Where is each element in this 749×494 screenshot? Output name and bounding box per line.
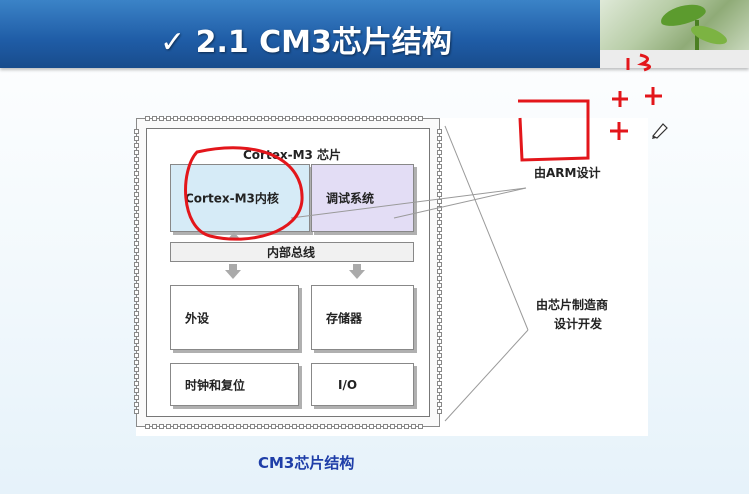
vendor-designed-line2: 设计开发 — [554, 317, 603, 331]
peripherals-block: 外设 — [170, 285, 299, 350]
bus-arrow-right — [349, 270, 365, 279]
plus-annotation-2 — [645, 87, 662, 105]
bus-label: 内部总线 — [267, 245, 316, 260]
header-sprout-image — [600, 0, 749, 68]
io-label: I/O — [338, 377, 358, 392]
diagram-caption: CM3芯片结构 — [258, 454, 355, 472]
plus-annotation-1 — [612, 91, 628, 107]
arm-designed-label: 由ARM设计 — [534, 166, 601, 180]
slide-title: ✓ 2.1 CM3芯片结构 — [160, 25, 452, 60]
debug-block: 调试系统 — [311, 164, 414, 232]
io-block: I/O — [311, 363, 414, 406]
debug-label: 调试系统 — [326, 191, 375, 206]
memory-label: 存储器 — [326, 311, 363, 325]
cm3-chip-diagram: Cortex-M3 芯片 Cortex-M3内核 调试系统 内部总线 外设 存储… — [134, 116, 648, 436]
peripherals-label: 外设 — [185, 311, 210, 325]
memory-block: 存储器 — [311, 285, 414, 350]
bracket-lines — [290, 125, 529, 422]
clock-reset-label: 时钟和复位 — [185, 378, 246, 392]
vendor-designed-line1: 由芯片制造商 — [536, 298, 609, 312]
bus-arrow-left-stem — [229, 264, 237, 270]
pen-cursor-icon — [652, 123, 668, 139]
bus-arrow-right-stem — [353, 264, 361, 270]
slide-header: ✓ 2.1 CM3芯片结构 — [0, 0, 749, 68]
bus-arrow-left — [225, 270, 241, 279]
clock-reset-block: 时钟和复位 — [170, 363, 299, 406]
internal-bus: 内部总线 — [170, 242, 414, 262]
